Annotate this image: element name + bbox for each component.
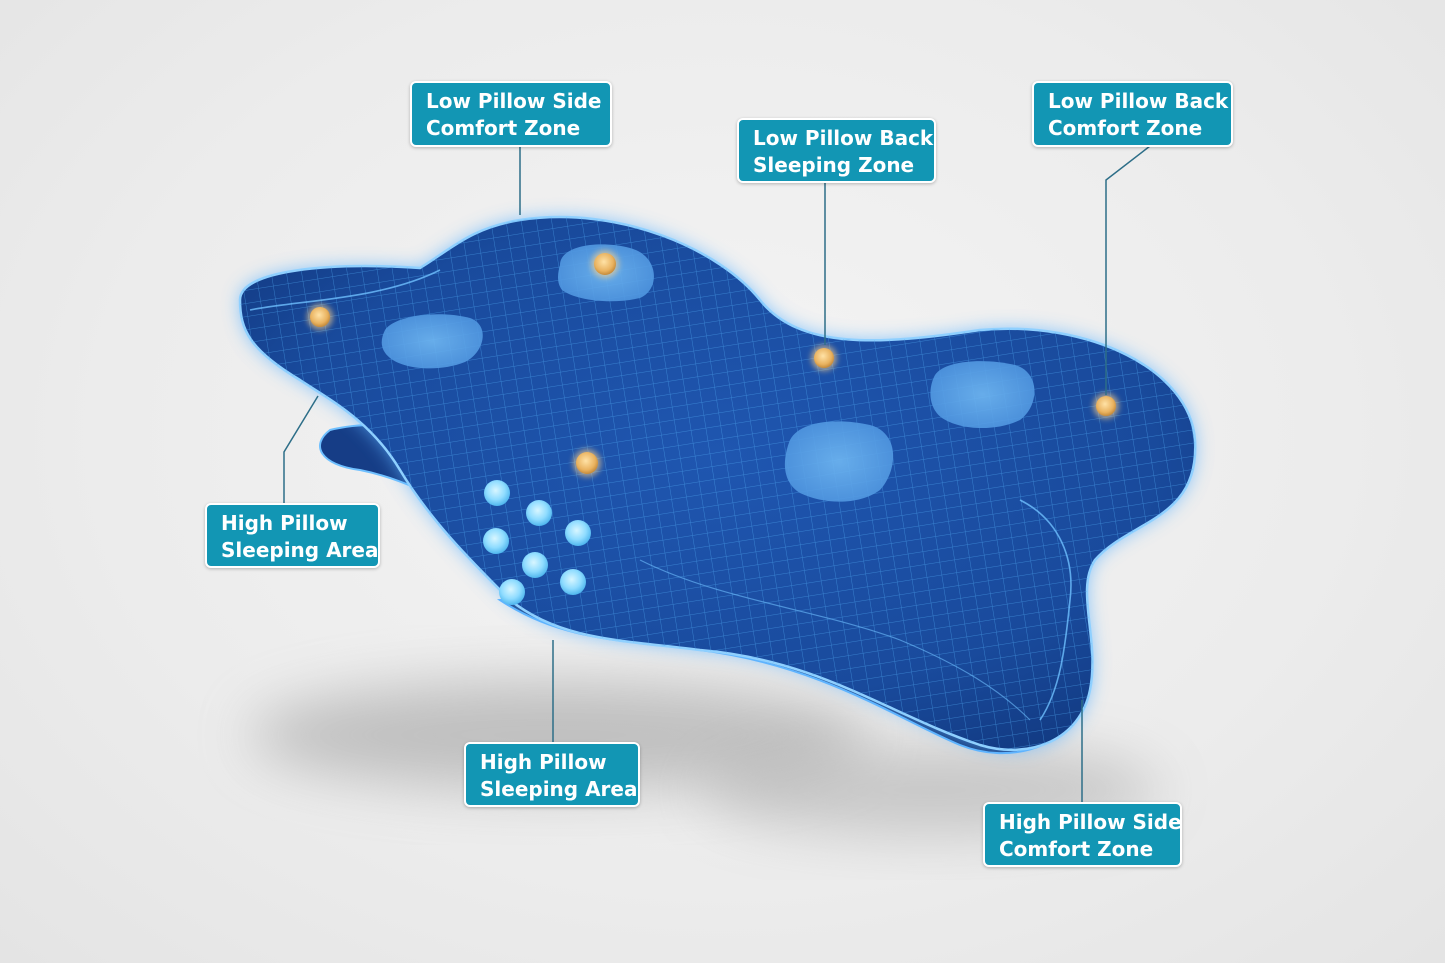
callout-line: High Pillow Side: [999, 810, 1182, 834]
callout-line: Sleeping Area: [480, 777, 638, 801]
callout-low-pillow-back-comfort-zone: Low Pillow Back Comfort Zone: [1032, 81, 1233, 147]
contour-line-right: [1019, 499, 1072, 721]
callout-high-pillow-sleeping-area-bottom: High Pillow Sleeping Area: [464, 742, 640, 807]
support-node-icon: [484, 480, 510, 506]
callout-line: Low Pillow Back: [753, 126, 934, 150]
callout-line: Comfort Zone: [999, 837, 1154, 861]
support-node-icon: [483, 528, 509, 554]
floor-shadow: [250, 680, 870, 790]
callout-line: High Pillow: [480, 750, 607, 774]
leader-lines: [283, 145, 1151, 802]
contour-line-left: [249, 269, 441, 311]
callout-line: Low Pillow Back: [1048, 89, 1229, 113]
comfort-pad-center: [784, 421, 894, 502]
pressure-dot-icon: [1096, 396, 1116, 416]
callout-low-pillow-side-comfort-zone: Low Pillow Side Comfort Zone: [410, 81, 612, 147]
callout-high-pillow-sleeping-area-left: High Pillow Sleeping Area: [205, 503, 380, 568]
contour-line-front: [639, 559, 1031, 721]
support-node-icon: [565, 520, 591, 546]
pressure-dots: [307, 250, 1119, 477]
pillow-mesh: [240, 217, 1196, 750]
pressure-dot-icon: [310, 307, 330, 327]
callout-line: Low Pillow Side: [426, 89, 602, 113]
support-node-icon: [526, 500, 552, 526]
callout-line: Sleeping Zone: [753, 153, 915, 177]
callout-high-pillow-side-comfort-zone: High Pillow Side Comfort Zone: [983, 802, 1182, 867]
leader-line-low-back-right: [1105, 145, 1151, 395]
support-node-icon: [522, 552, 548, 578]
pressure-dot-icon: [576, 452, 598, 474]
comfort-pad-right: [930, 361, 1035, 429]
support-node-cluster: [483, 480, 591, 605]
callout-line: Comfort Zone: [1048, 116, 1203, 140]
callout-line: Comfort Zone: [426, 116, 581, 140]
leader-line-high-left: [283, 395, 319, 503]
support-node-icon: [560, 569, 586, 595]
pressure-dot-icon: [594, 253, 616, 275]
callout-low-pillow-back-sleeping-zone: Low Pillow Back Sleeping Zone: [737, 118, 936, 183]
callout-line: High Pillow: [221, 511, 348, 535]
callout-line: Sleeping Area: [221, 538, 379, 562]
pressure-dot-icon: [814, 348, 834, 368]
support-node-icon: [499, 579, 525, 605]
comfort-pad-left: [381, 314, 483, 369]
